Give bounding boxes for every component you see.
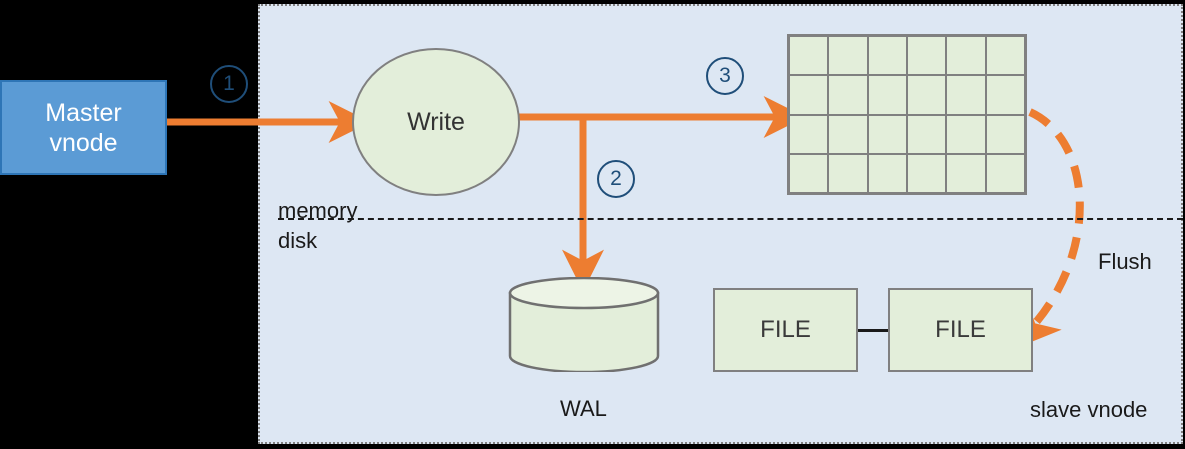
memory-grid-cell — [907, 76, 946, 114]
memory-grid-cell — [907, 154, 946, 192]
memory-grid — [787, 34, 1027, 195]
memory-grid-cell — [868, 115, 906, 153]
memory-grid-cell — [829, 154, 867, 192]
wal-cylinder[interactable] — [508, 276, 660, 374]
file-box-2[interactable]: FILE — [888, 288, 1033, 372]
file-box-1-label: FILE — [760, 316, 811, 343]
memory-grid-cell — [790, 37, 828, 75]
master-vnode-label-line2: vnode — [49, 128, 118, 157]
disk-layer-label: disk — [278, 228, 318, 253]
slave-vnode-label: slave vnode — [1030, 397, 1148, 422]
memory-grid-cell — [829, 76, 867, 114]
memory-grid-cell — [829, 37, 867, 75]
write-node-label: Write — [407, 107, 465, 136]
memory-grid-cell — [986, 115, 1024, 153]
step-marker-2-number: 2 — [610, 167, 622, 190]
write-node[interactable]: Write — [352, 48, 520, 196]
step-marker-1-number: 1 — [223, 72, 235, 95]
master-vnode-label-line1: Master — [45, 98, 122, 127]
memory-grid-cell — [868, 76, 906, 114]
memory-grid-cell — [986, 37, 1024, 75]
file-box-2-label: FILE — [935, 316, 986, 343]
memory-grid-cell — [790, 115, 828, 153]
memory-grid-cell — [947, 115, 985, 153]
memory-layer-label: memory — [278, 198, 358, 223]
memory-grid-cell — [790, 154, 828, 192]
memory-disk-divider — [278, 218, 1183, 220]
memory-grid-cell — [947, 154, 985, 192]
step-marker-2: 2 — [597, 160, 635, 198]
memory-grid-cell — [868, 37, 906, 75]
step-marker-1: 1 — [210, 65, 248, 103]
master-vnode-box[interactable]: Master vnode — [0, 80, 167, 175]
file-connector-line — [858, 329, 888, 332]
file-box-1[interactable]: FILE — [713, 288, 858, 372]
memory-grid-cell — [829, 115, 867, 153]
step-marker-3: 3 — [706, 57, 744, 95]
flush-label: Flush — [1098, 249, 1152, 274]
memory-grid-cell — [947, 76, 985, 114]
memory-grid-cell — [907, 115, 946, 153]
memory-grid-cell — [947, 37, 985, 75]
memory-grid-cell — [868, 154, 906, 192]
step-marker-3-number: 3 — [719, 64, 731, 87]
wal-label: WAL — [560, 396, 607, 421]
memory-grid-cell — [790, 76, 828, 114]
memory-grid-cell — [907, 37, 946, 75]
memory-grid-cell — [986, 154, 1024, 192]
memory-grid-cell — [986, 76, 1024, 114]
